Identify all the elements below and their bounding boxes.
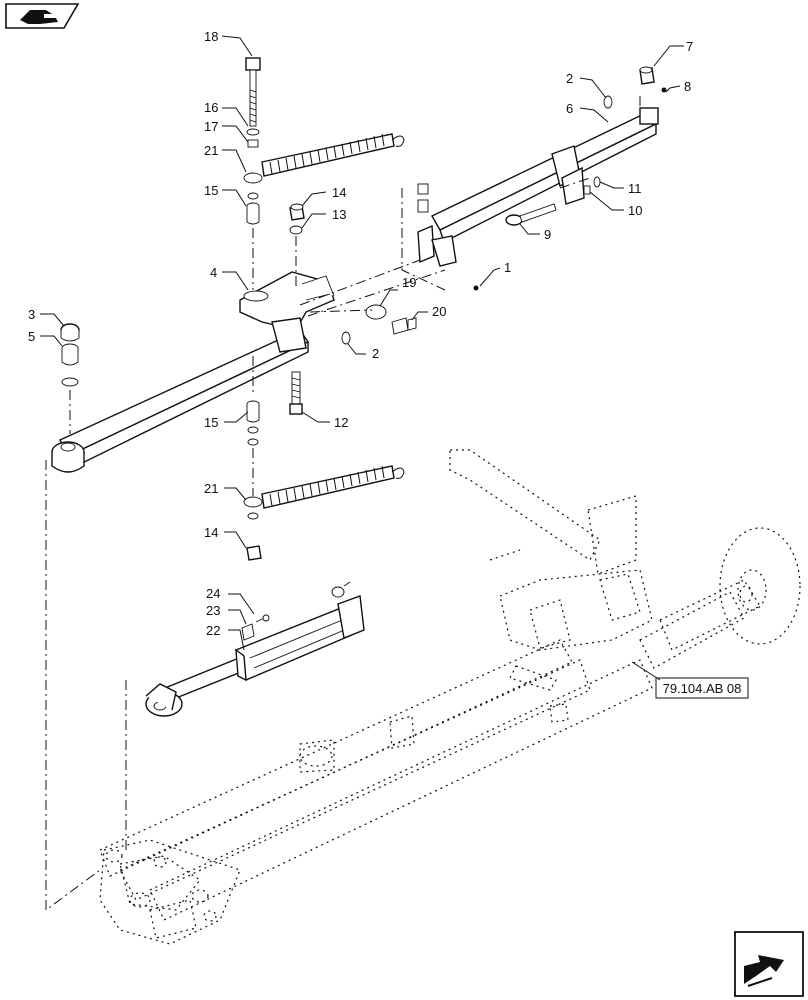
callout-12: 12 <box>334 415 348 430</box>
washer-16 <box>246 128 260 136</box>
callout-17: 17 <box>204 119 218 134</box>
nut-14-lower <box>246 545 262 561</box>
callout-11: 11 <box>628 181 642 196</box>
reference-label[interactable]: 79.104.AB 08 <box>663 681 742 696</box>
reference-box[interactable]: 79.104.AB 08 <box>631 661 749 699</box>
washer-11 <box>593 176 601 188</box>
cap-7 <box>639 66 655 85</box>
callout-2-mid: 2 <box>372 346 379 361</box>
small-washer-b3 <box>247 512 259 520</box>
callout-21-bottom: 21 <box>204 481 218 496</box>
bolt-centerline <box>309 309 373 313</box>
washer-5-bottom <box>61 377 79 387</box>
ring-21-top <box>243 172 263 184</box>
upper-arm-6 <box>417 107 659 267</box>
callout-10: 10 <box>628 203 642 218</box>
eyebolt-9 <box>505 203 557 226</box>
callout-numbers: 18 16 17 21 15 4 14 13 3 5 19 20 2 15 12… <box>28 29 693 638</box>
washer-19 <box>365 304 387 320</box>
grease-fitting-8 <box>661 87 667 93</box>
callout-14-bottom: 14 <box>204 525 218 540</box>
bushing-5 <box>61 343 79 366</box>
callout-23: 23 <box>206 603 220 618</box>
callout-19: 19 <box>402 275 416 290</box>
callout-14-top: 14 <box>332 185 346 200</box>
assembly-centerline <box>307 269 446 317</box>
ring-21-bottom <box>243 496 263 508</box>
nut-10 <box>583 185 591 195</box>
callout-9: 9 <box>544 227 551 242</box>
leader-lines <box>40 35 684 651</box>
bushing-15-top <box>246 202 260 225</box>
callout-6: 6 <box>566 101 573 116</box>
callout-5: 5 <box>28 329 35 344</box>
callout-7: 7 <box>686 39 693 54</box>
spring-upper <box>261 133 405 177</box>
pivot-bracket <box>239 271 335 353</box>
washer-2-mid <box>341 331 351 345</box>
spacer-17 <box>247 139 259 148</box>
callout-1: 1 <box>504 260 511 275</box>
callout-15-bottom: 15 <box>204 415 218 430</box>
bolt-18 <box>245 57 261 127</box>
small-washer-b2 <box>247 438 259 446</box>
callout-21-top: 21 <box>204 143 218 158</box>
callout-13: 13 <box>332 207 346 222</box>
washer-13 <box>289 225 303 235</box>
callout-16: 16 <box>204 100 218 115</box>
callout-18: 18 <box>204 29 218 44</box>
callout-22: 22 <box>206 623 220 638</box>
guide-line-left <box>401 188 446 291</box>
pin-top <box>417 183 429 213</box>
guide-line-right <box>559 177 591 189</box>
grease-fitting-1 <box>473 285 479 291</box>
nut-14-upper <box>289 203 305 221</box>
book-hand-icon[interactable] <box>5 3 80 29</box>
callout-24: 24 <box>206 586 220 601</box>
main-swing-arm <box>51 329 310 473</box>
callout-15-top: 15 <box>204 183 218 198</box>
assembly-centerline-2 <box>299 259 421 306</box>
navigation-arrow-icon[interactable] <box>734 931 804 997</box>
bolt-20 <box>391 317 417 335</box>
main-frame <box>99 449 801 945</box>
bolt-12 <box>289 371 303 415</box>
hydraulic-cylinder <box>145 595 365 717</box>
callout-4: 4 <box>210 265 217 280</box>
assembly-leader-left <box>45 460 101 911</box>
small-washer-b1 <box>247 426 259 434</box>
cap-3 <box>60 323 80 342</box>
small-washer-top <box>247 192 259 200</box>
spring-lower <box>261 465 405 509</box>
callout-8: 8 <box>684 79 691 94</box>
washer-2-top <box>603 95 613 109</box>
callout-2-top: 2 <box>566 71 573 86</box>
bushing-15-bottom <box>246 400 260 423</box>
callout-20: 20 <box>432 304 446 319</box>
fitting-23-24 <box>241 581 351 641</box>
callout-3: 3 <box>28 307 35 322</box>
